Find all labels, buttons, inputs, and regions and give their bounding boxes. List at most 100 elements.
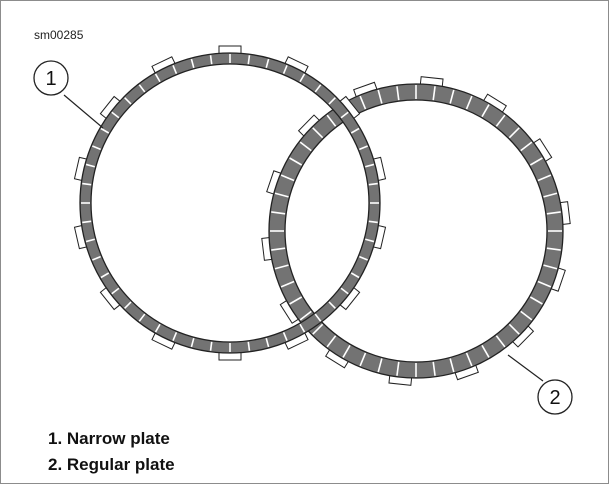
regular-plate-groove (465, 352, 473, 367)
regular-plate-groove (481, 104, 490, 118)
narrow-plate-groove (368, 182, 378, 186)
regular-plate-groove (465, 95, 473, 110)
narrow-plate-groove (350, 127, 360, 134)
narrow-plate-groove (124, 97, 132, 105)
regular-plate (261, 76, 571, 386)
narrow-plate-groove (365, 163, 375, 168)
narrow-plate-groove (82, 220, 92, 224)
callout-2-number: 2 (549, 387, 560, 409)
narrow-plate-groove (209, 341, 213, 351)
regular-plate-groove (377, 358, 383, 373)
narrow-plate-groove (350, 272, 360, 279)
narrow-plate-groove (314, 84, 322, 93)
narrow-plate-groove (328, 97, 336, 105)
regular-plate-groove (529, 157, 543, 166)
narrow-plate-groove (172, 65, 178, 74)
narrow-plate-groove (100, 127, 110, 134)
regular-plate-groove (342, 344, 351, 358)
regular-plate-groove (289, 296, 303, 305)
narrow-plate-groove (124, 301, 132, 309)
regular-plate-groove (537, 280, 552, 288)
narrow-plate-groove (282, 332, 288, 341)
narrow-plate-groove (100, 272, 110, 279)
callout-1: 1 (33, 60, 104, 129)
regular-plate-groove (449, 89, 455, 104)
regular-plate-groove (543, 192, 558, 198)
narrow-plate-groove (209, 55, 213, 65)
regular-plate-groove (495, 335, 506, 348)
regular-plate-groove (359, 95, 367, 110)
narrow-plate-groove (247, 341, 251, 351)
narrow-plate-groove (92, 255, 101, 261)
regular-plate-groove (520, 310, 533, 321)
regular-plate-groove (529, 296, 543, 305)
regular-plate-groove (271, 247, 286, 251)
figure-code: sm00285 (34, 28, 84, 42)
narrow-plate-groove (314, 313, 322, 322)
regular-plate-groove (396, 361, 400, 376)
callout-2-circle (537, 379, 573, 415)
regular-plate-groove (508, 323, 520, 335)
regular-plate-groove (432, 361, 436, 376)
callout-2-leader (507, 354, 544, 382)
regular-plate-groove (537, 174, 552, 182)
regular-plate-groove (280, 280, 295, 288)
narrow-plate-groove (111, 111, 120, 119)
regular-plate-groove (432, 86, 436, 101)
narrow-plate (73, 45, 387, 361)
regular-plate-groove (396, 86, 400, 101)
callout-1-number: 1 (45, 68, 56, 90)
regular-plate-groove (520, 141, 533, 152)
regular-plate-groove (359, 352, 367, 367)
narrow-plate-groove (328, 301, 336, 309)
narrow-plate-groove (359, 145, 368, 151)
regular-plate-groove (312, 127, 324, 139)
regular-plate-groove (546, 247, 561, 251)
regular-plate-outer-edge (268, 83, 564, 379)
legend-item-narrow-plate: 1. Narrow plate (48, 429, 170, 448)
narrow-plate-groove (265, 58, 270, 68)
narrow-plate-groove (299, 323, 306, 333)
regular-plate-groove (326, 335, 337, 348)
narrow-plate-groove (359, 255, 368, 261)
narrow-plate-groove (85, 163, 95, 168)
regular-plate-groove (326, 114, 337, 127)
regular-plate-groove (312, 323, 324, 335)
narrow-plate-groove (282, 65, 288, 74)
callout-1-leader (63, 94, 104, 129)
narrow-plate-inner-edge (90, 63, 370, 343)
narrow-plate-groove (154, 73, 161, 83)
narrow-plate-outer-edge (79, 52, 381, 354)
regular-plate-groove (377, 89, 383, 104)
regular-plate-groove (449, 358, 455, 373)
regular-plate-groove (289, 157, 303, 166)
callout-1-circle (33, 60, 69, 96)
regular-plate-groove (299, 310, 312, 321)
legend-item-regular-plate: 2. Regular plate (48, 455, 175, 474)
regular-plate-groove (546, 211, 561, 215)
regular-plate-groove (299, 141, 312, 152)
narrow-plate-groove (299, 73, 306, 83)
regular-plate-groove (495, 114, 506, 127)
regular-plate-groove (481, 344, 490, 358)
regular-plate-groove (274, 192, 289, 198)
narrow-plate-groove (85, 238, 95, 243)
narrow-plate-groove (172, 332, 178, 341)
narrow-plate-groove (82, 182, 92, 186)
narrow-plate-groove (190, 338, 195, 348)
narrow-plate-groove (190, 58, 195, 68)
narrow-plate-groove (247, 55, 251, 65)
narrow-plate-groove (154, 323, 161, 333)
regular-plate-groove (280, 174, 295, 182)
narrow-plate-groove (92, 145, 101, 151)
regular-plate-inner-edge (284, 99, 548, 363)
regular-plate-groove (508, 127, 520, 139)
narrow-plate-groove (111, 287, 120, 295)
narrow-plate-groove (368, 220, 378, 224)
narrow-plate-groove (365, 238, 375, 243)
narrow-plate-groove (340, 287, 349, 295)
regular-plate-groove (271, 211, 286, 215)
narrow-plate-groove (265, 338, 270, 348)
regular-plate-groove (543, 264, 558, 270)
